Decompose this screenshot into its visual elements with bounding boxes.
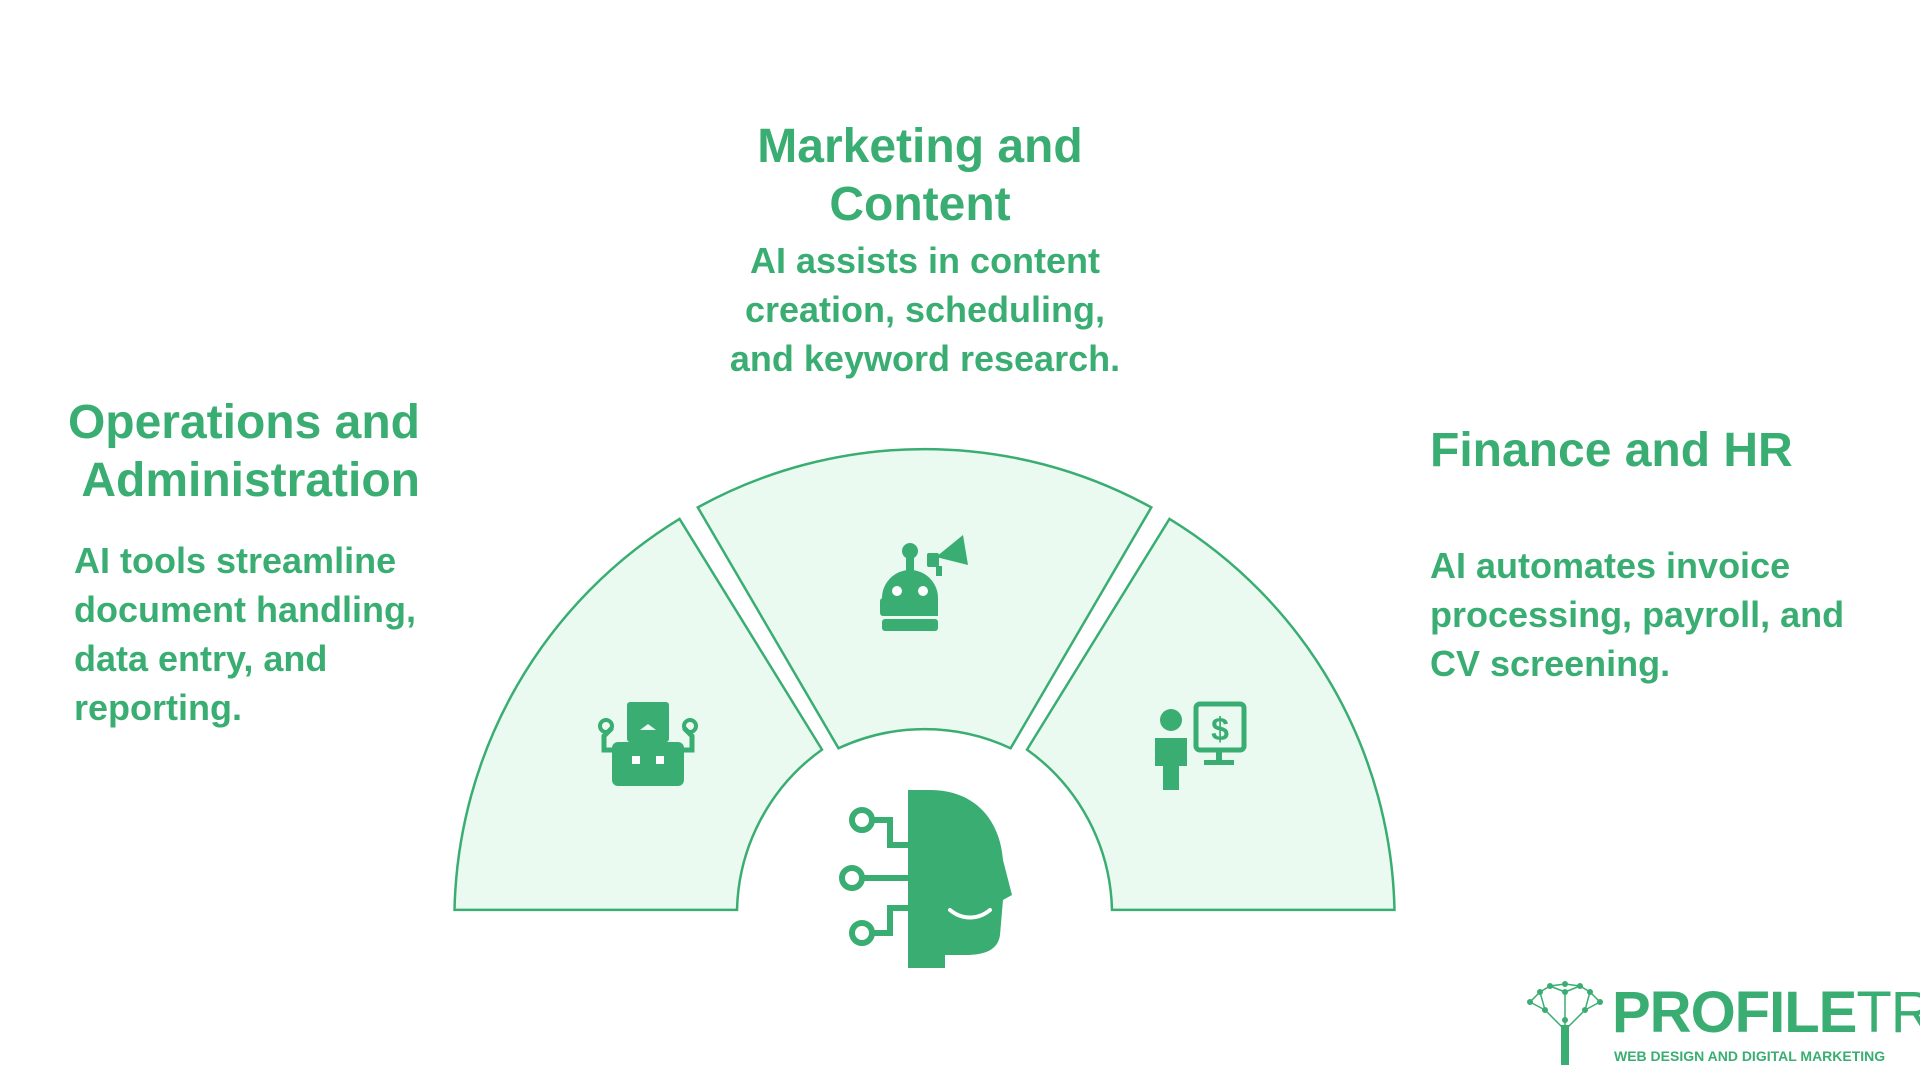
operations-title: Operations and Administration xyxy=(40,394,420,510)
marketing-desc-line1: AI assists in content xyxy=(749,240,1101,281)
operations-desc-line3: data entry, and xyxy=(74,638,328,679)
finance-desc-line1: AI automates invoice xyxy=(1430,545,1791,586)
marketing-title-line2: Content xyxy=(829,178,1011,231)
robot-megaphone-icon xyxy=(880,535,968,631)
logo-name-part2: TREE xyxy=(1856,980,1920,1045)
ai-head-circuit-icon xyxy=(839,790,1012,968)
logo-tagline: WEB DESIGN AND DIGITAL MARKETING xyxy=(1614,1048,1886,1064)
finance-description: AI automates invoice processing, payroll… xyxy=(1430,541,1890,688)
profiletree-logo: PROFILETREE WEB DESIGN AND DIGITAL MARKE… xyxy=(1520,980,1920,1080)
marketing-title: Marketing and Content xyxy=(660,118,1180,234)
marketing-desc-line3: and keyword research. xyxy=(729,338,1121,379)
operations-description: AI tools streamline document handling, d… xyxy=(74,536,454,732)
person-finance-monitor-icon: $ xyxy=(1155,701,1247,790)
finance-title: Finance and HR xyxy=(1430,424,1793,477)
logo-wordmark: PROFILETREE xyxy=(1612,982,1920,1044)
operations-desc-line1: AI tools streamline xyxy=(74,540,397,581)
logo-name-part1: PROFILE xyxy=(1612,980,1857,1045)
finance-desc-line3: CV screening. xyxy=(1430,643,1671,684)
segment-finance xyxy=(1025,517,1396,912)
operations-title-line2: Administration xyxy=(81,454,420,507)
marketing-desc-line2: creation, scheduling, xyxy=(744,289,1106,330)
operations-desc-line4: reporting. xyxy=(74,687,242,728)
robot-arms-box-icon xyxy=(598,702,698,786)
operations-desc-line2: document handling, xyxy=(74,589,416,630)
finance-desc-line2: processing, payroll, and xyxy=(1430,594,1845,635)
marketing-description: AI assists in content creation, scheduli… xyxy=(680,236,1170,383)
operations-title-line1: Operations and xyxy=(67,396,420,449)
svg-text:$: $ xyxy=(1211,711,1229,747)
tree-network-icon xyxy=(1527,981,1603,1065)
marketing-title-line1: Marketing and xyxy=(757,120,1083,173)
